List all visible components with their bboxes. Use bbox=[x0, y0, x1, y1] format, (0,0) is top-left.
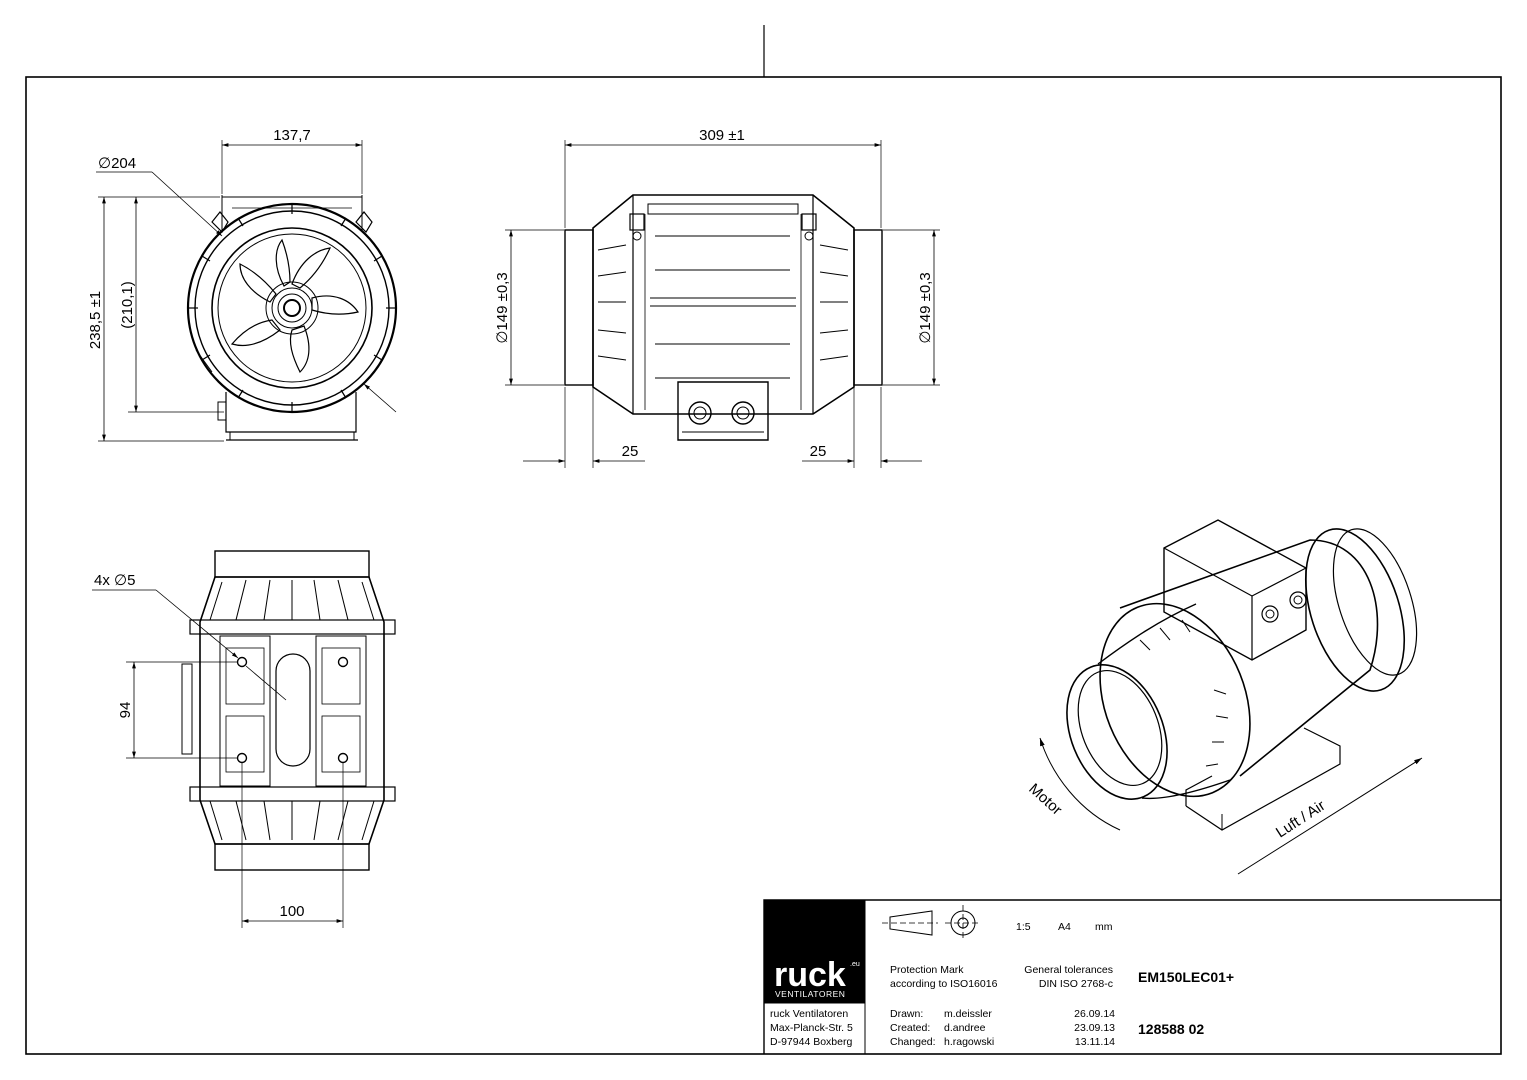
dim-bottom-pitch-v: 94 bbox=[117, 702, 134, 719]
protection-line-2: according to ISO16016 bbox=[890, 978, 998, 990]
dim-front-height: 238,5 ±1 bbox=[87, 291, 104, 349]
dim-front-height-ref: (210,1) bbox=[119, 281, 136, 329]
dim-front-diameter: ∅204 bbox=[98, 155, 136, 172]
front-view-dimensions: 137,7 ∅204 238,5 ±1 (210,1) bbox=[87, 127, 397, 442]
created-name: d.andree bbox=[944, 1022, 986, 1034]
created-label: Created: bbox=[890, 1022, 930, 1034]
units: mm bbox=[1095, 921, 1113, 933]
dim-side-dia-left: ∅149 ±0,3 bbox=[494, 272, 511, 343]
motor-label: Motor bbox=[1025, 780, 1065, 818]
dim-bottom-holes: 4x ∅5 bbox=[94, 572, 135, 589]
projection-symbol bbox=[882, 905, 981, 941]
logo-text: ruck bbox=[774, 956, 846, 994]
bottom-view bbox=[181, 550, 396, 871]
dim-side-spigot-right: 25 bbox=[810, 443, 827, 460]
isometric-annotations: Motor Luft / Air bbox=[1025, 737, 1423, 875]
dim-front-width: 137,7 bbox=[273, 127, 311, 144]
scale: 1:5 bbox=[1016, 921, 1031, 933]
isometric-view bbox=[1066, 519, 1418, 831]
side-view-dimensions: 309 ±1 ∅149 ±0,3 ∅149 ±0,3 25 25 bbox=[494, 127, 940, 468]
tolerance-line-2: DIN ISO 2768-c bbox=[1039, 978, 1113, 990]
protection-line-1: Protection Mark bbox=[890, 964, 964, 976]
address-line-3: D-97944 Boxberg bbox=[770, 1036, 852, 1048]
changed-date: 13.11.14 bbox=[1075, 1036, 1115, 1048]
drawn-date: 26.09.14 bbox=[1074, 1008, 1115, 1020]
dim-bottom-pitch-h: 100 bbox=[279, 903, 304, 920]
changed-name: h.ragowski bbox=[944, 1036, 994, 1048]
dim-side-dia-right: ∅149 ±0,3 bbox=[917, 272, 934, 343]
created-date: 23.09.13 bbox=[1074, 1022, 1115, 1034]
side-view bbox=[564, 194, 883, 441]
tolerance-line-1: General tolerances bbox=[1024, 964, 1113, 976]
bottom-view-dimensions: 4x ∅5 94 100 bbox=[92, 572, 344, 928]
logo-sub: VENTILATOREN bbox=[775, 989, 845, 999]
changed-label: Changed: bbox=[890, 1036, 936, 1048]
dim-side-length: 309 ±1 bbox=[699, 127, 745, 144]
drawn-label: Drawn: bbox=[890, 1008, 923, 1020]
paper-size: A4 bbox=[1058, 921, 1071, 933]
part-name: EM150LEC01+ bbox=[1138, 969, 1234, 985]
dim-side-spigot-left: 25 bbox=[622, 443, 639, 460]
front-view bbox=[186, 195, 398, 441]
address-line-1: ruck Ventilatoren bbox=[770, 1008, 848, 1020]
logo-superscript: .eu bbox=[850, 961, 860, 968]
part-number: 128588 02 bbox=[1138, 1021, 1204, 1037]
drawn-name: m.deissler bbox=[944, 1008, 992, 1020]
title-block: ruck .eu VENTILATOREN 1:5 A4 mm Protecti… bbox=[763, 899, 1501, 1054]
address-line-2: Max-Planck-Str. 5 bbox=[770, 1022, 853, 1034]
